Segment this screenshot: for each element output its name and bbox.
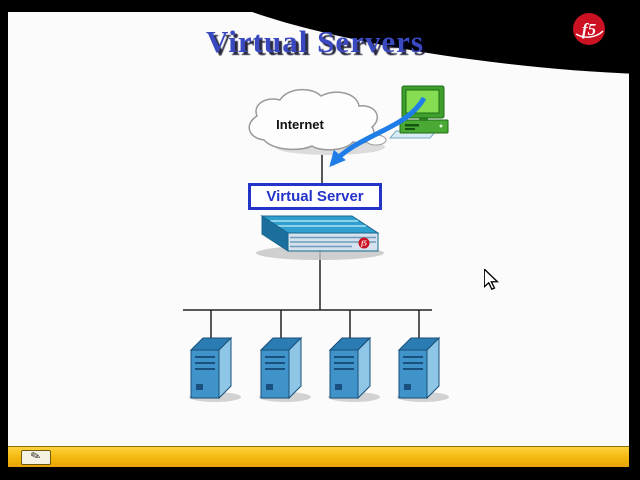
virtual-server-label: Virtual Server: [266, 188, 364, 205]
server-tower: [329, 337, 371, 399]
mouse-cursor-icon: [484, 269, 500, 291]
server-tower: [190, 337, 232, 399]
internet-label: Internet: [276, 117, 324, 132]
bigip-appliance-icon: f5: [256, 215, 384, 260]
client-computer-icon: [388, 85, 449, 139]
server-tower: [260, 337, 302, 399]
pencil-icon: ✎: [28, 447, 43, 465]
f5-logo: f5: [573, 13, 605, 45]
appliance-f5-text: f5: [361, 240, 367, 248]
annotation-tool-button[interactable]: ✎: [21, 447, 51, 465]
virtual-server-box: Virtual Server: [248, 183, 382, 210]
corner-swoosh: [222, 0, 640, 74]
server-tower: [398, 337, 440, 399]
bottom-toolbar: ✎: [8, 446, 629, 467]
appliance-f5-badge: [358, 237, 370, 249]
traffic-arrow: [329, 96, 427, 168]
f5-logo-text: f5: [582, 20, 597, 39]
page-title: Virtual Servers: [206, 24, 424, 59]
